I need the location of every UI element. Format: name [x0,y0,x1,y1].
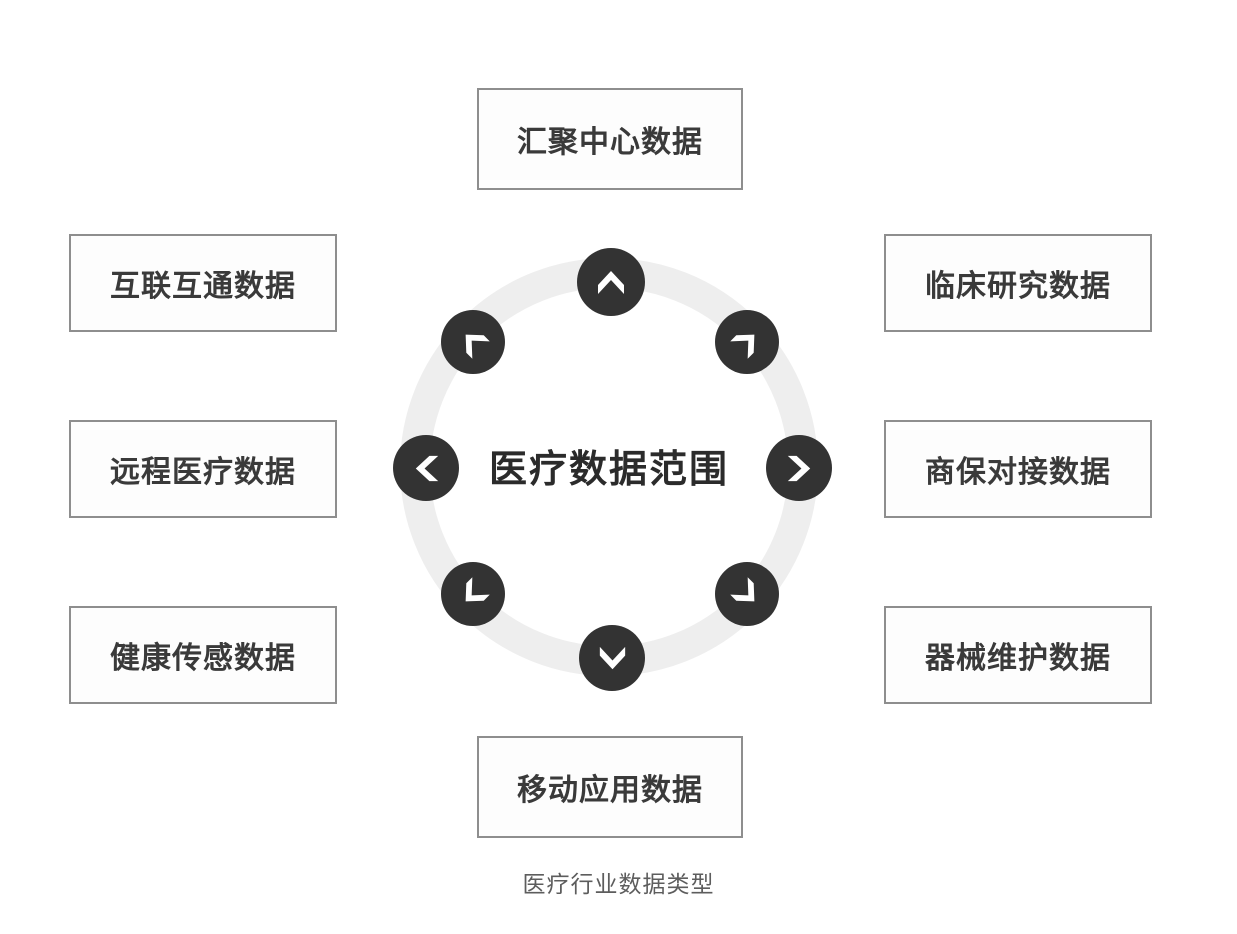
node-label: 远程医疗数据 [110,456,296,489]
node-box-commercial-insurance[interactable]: 商保对接数据 [884,420,1152,518]
chevron-left-icon[interactable] [393,435,459,501]
node-box-clinical-research[interactable]: 临床研究数据 [884,234,1152,332]
node-label: 互联互通数据 [110,270,296,303]
node-box-interconnection[interactable]: 互联互通数据 [69,234,337,332]
chevron-up-right-icon[interactable] [715,310,779,374]
figure-caption: 医疗行业数据类型 [522,871,715,897]
node-label: 商保对接数据 [925,456,1111,489]
node-box-aggregation-center[interactable]: 汇聚中心数据 [477,88,743,190]
chevron-up-left-icon[interactable] [441,310,505,374]
node-box-health-sensing[interactable]: 健康传感数据 [69,606,337,704]
node-label: 健康传感数据 [110,642,296,675]
node-label: 器械维护数据 [925,642,1111,675]
node-label: 汇聚中心数据 [517,126,703,159]
chevron-down-icon[interactable] [579,625,645,691]
node-box-telemedicine[interactable]: 远程医疗数据 [69,420,337,518]
node-label: 临床研究数据 [925,270,1111,303]
chevron-down-left-icon[interactable] [441,562,505,626]
chevron-up-icon[interactable] [577,248,645,316]
chevron-right-icon[interactable] [766,435,832,501]
node-label: 移动应用数据 [517,774,703,807]
center-title: 医疗数据范围 [488,449,729,491]
node-box-device-maintenance[interactable]: 器械维护数据 [884,606,1152,704]
node-box-mobile-application[interactable]: 移动应用数据 [477,736,743,838]
chevron-down-right-icon[interactable] [715,562,779,626]
